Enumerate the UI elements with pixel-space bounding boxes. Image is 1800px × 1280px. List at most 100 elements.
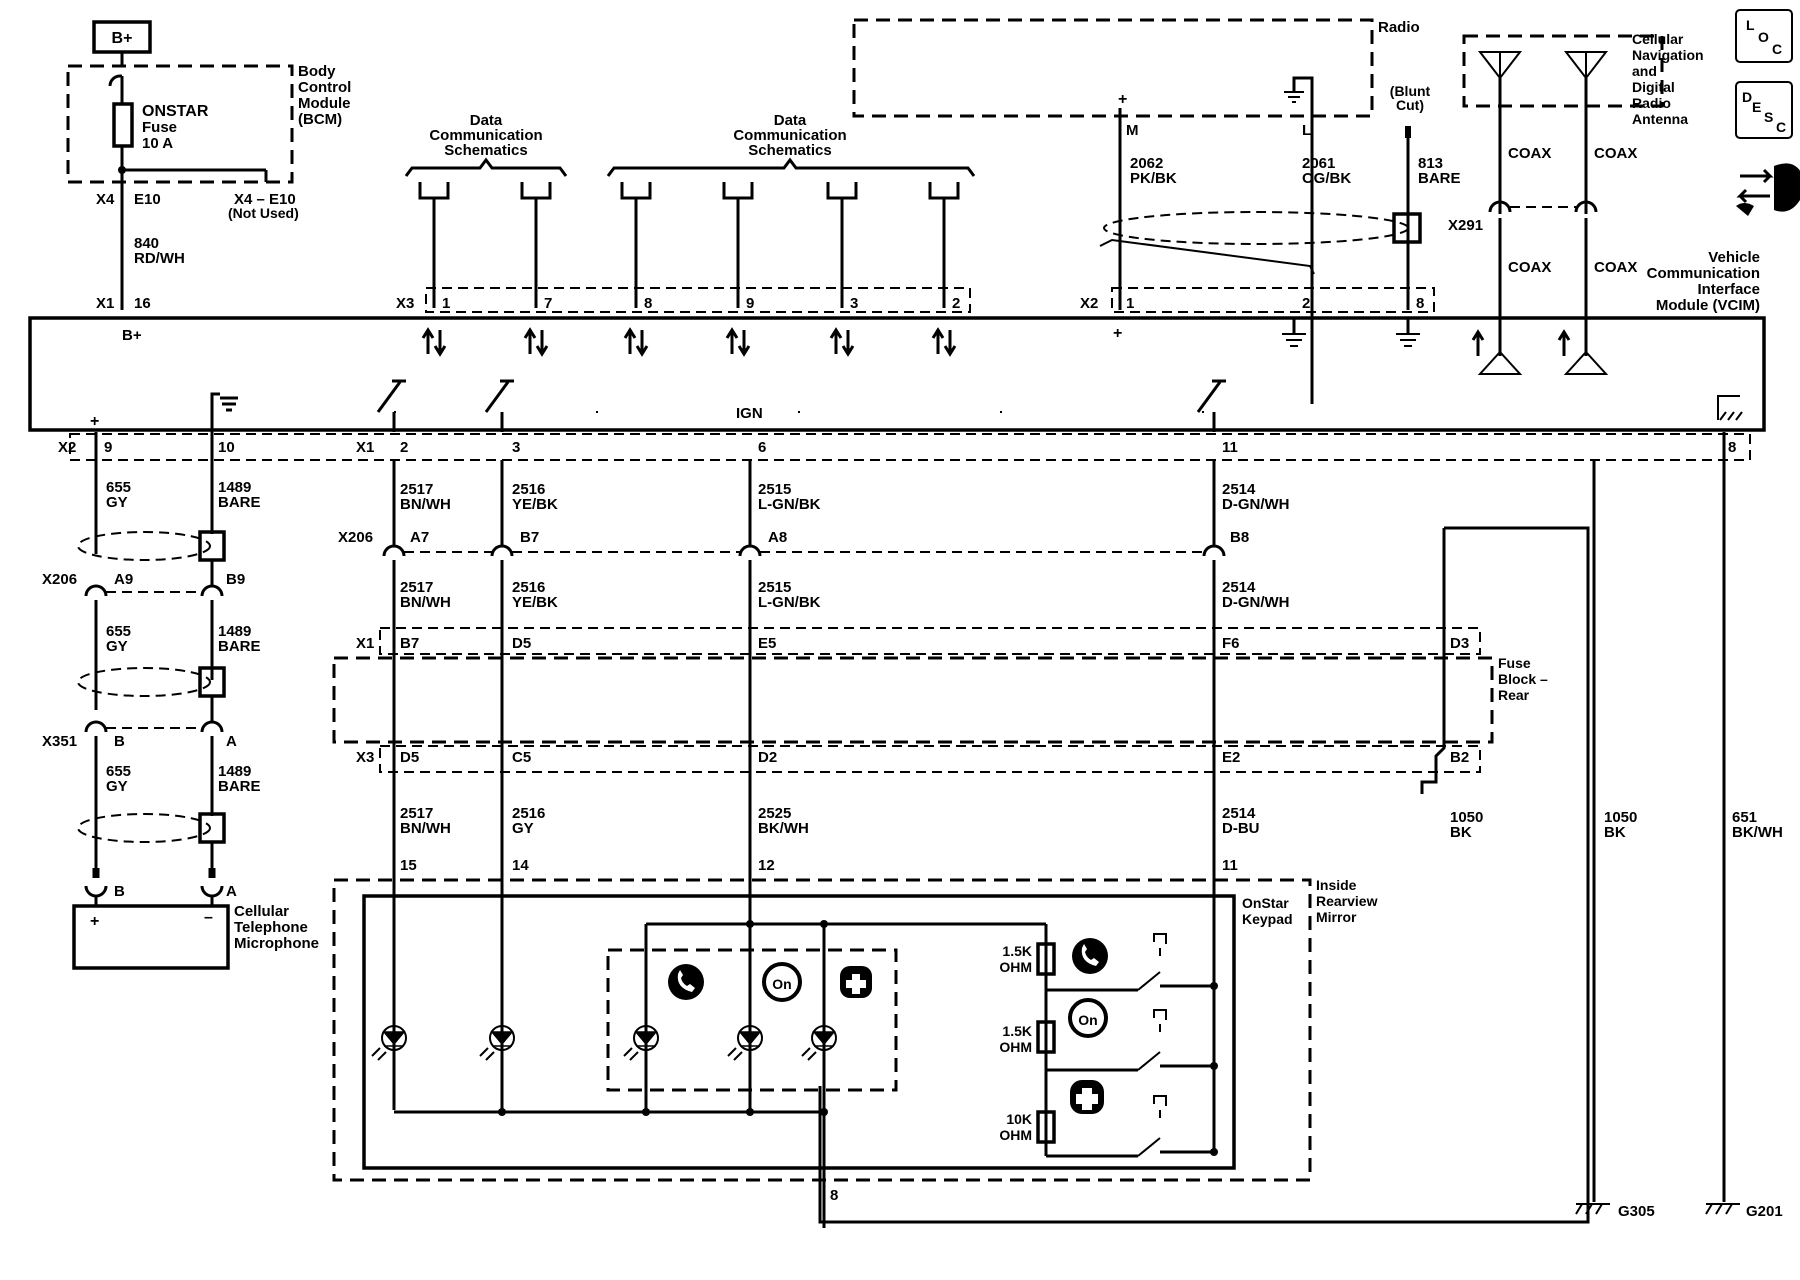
w1050a-color: BK — [1450, 824, 1472, 841]
w1050b-color: BK — [1604, 824, 1626, 841]
loc-o: O — [1758, 29, 1769, 45]
antenna-label-2: Navigation — [1632, 47, 1704, 63]
w651-num: 651 — [1732, 809, 1757, 826]
vcim-module-box — [28, 316, 1766, 432]
g201-label: G201 — [1746, 1203, 1783, 1220]
antenna-label-3: and — [1632, 63, 1657, 79]
w2515-mid-num: 2515 — [758, 579, 791, 596]
wire-813-num: 813 — [1418, 155, 1443, 172]
antenna-cell-icon — [1477, 51, 1523, 80]
r1-unit: OHM — [999, 959, 1032, 975]
coax-3: COAX — [1508, 259, 1551, 276]
vcim-bplus-pin: B+ — [122, 327, 142, 344]
w655-b-num: 655 — [106, 623, 131, 640]
x206-a9: A9 — [114, 571, 133, 588]
r2-value: 1.5K — [1002, 1023, 1032, 1039]
w2516-mid-num: 2516 — [512, 579, 545, 596]
mirror-pin-11: 11 — [1222, 857, 1238, 874]
led-icon — [727, 1025, 763, 1061]
pin-16: 16 — [134, 295, 151, 312]
x4-label: X4 — [96, 191, 115, 208]
wire-2061-color: OG/BK — [1302, 170, 1351, 187]
w2517-top-color: BN/WH — [400, 496, 451, 513]
w1489-b-num: 1489 — [218, 623, 251, 640]
w2515-top-num: 2515 — [758, 481, 791, 498]
w655-a-num: 655 — [106, 479, 131, 496]
mirror-pin-12: 12 — [758, 857, 775, 874]
fb-x3-c5: C5 — [512, 749, 531, 766]
w2514-low-num: 2514 — [1222, 805, 1256, 822]
data-link-connectors — [418, 182, 960, 308]
w2516-mid-color: YE/BK — [512, 594, 558, 611]
w2525-low-num: 2525 — [758, 805, 791, 822]
x1-pin-8: 8 — [1728, 439, 1736, 456]
vcim-label-1: Vehicle — [1708, 249, 1760, 266]
bcm-label-3: Module — [298, 95, 351, 112]
x3-connector-outline — [425, 287, 971, 313]
antenna-cell-receiver — [1477, 350, 1523, 375]
w2515-top-color: L-GN/BK — [758, 496, 821, 513]
keypad-switch-emergency-icon — [1070, 1080, 1104, 1114]
x1-pin-11: 11 — [1222, 439, 1238, 456]
w2516-low-color: GY — [512, 820, 534, 837]
w655-c-color: GY — [106, 778, 128, 795]
x351-a: A — [226, 733, 237, 750]
wire-2062-color: PK/BK — [1130, 170, 1177, 187]
x2-top-label: X2 — [1080, 295, 1098, 312]
x206-b7: B7 — [520, 529, 539, 546]
keypad-label-2: Keypad — [1242, 911, 1293, 927]
lower-wire-labels: 2517 BN/WH 2516 GY 2525 BK/WH 2514 D-BU — [400, 805, 1260, 837]
phone-button-icon — [668, 964, 704, 1000]
r3-unit: OHM — [999, 1127, 1032, 1143]
w1489-c-color: BARE — [218, 778, 261, 795]
g305-label: G305 — [1618, 1203, 1655, 1220]
drain-box-1 — [198, 530, 226, 562]
w2514-mid-num: 2514 — [1222, 579, 1256, 596]
w2517-top-num: 2517 — [400, 481, 433, 498]
desc-s: S — [1764, 109, 1773, 125]
led-icon — [801, 1025, 837, 1061]
x2-x1-bottom-connector — [69, 433, 1751, 461]
x206-left-label: X206 — [42, 571, 77, 588]
vcim-ign-label: IGN — [736, 405, 763, 422]
onstar-fuse — [112, 102, 134, 148]
resistor-3 — [1036, 1110, 1056, 1144]
desc-e: E — [1752, 99, 1761, 115]
x3-pin-9: 9 — [746, 295, 754, 312]
vcim-plus-top: + — [1113, 325, 1122, 342]
data-comm-2-line1: Data — [774, 112, 807, 129]
shield-drain-box — [1392, 212, 1422, 244]
fb-x3-d2: D2 — [758, 749, 777, 766]
ground-wires: 1050 BK 1050 BK G305 651 BK/WH G201 — [1450, 432, 1783, 1220]
microphone-circuit: 655 GY 1489 BARE X206 A9 B9 655 GY 1489 … — [42, 432, 319, 970]
w1489-a-num: 1489 — [218, 479, 251, 496]
cellular-telephone-microphone — [72, 904, 230, 970]
x3-pin-3: 3 — [850, 295, 858, 312]
w655-b-color: GY — [106, 638, 128, 655]
w2514-low-color: D-BU — [1222, 820, 1260, 837]
fb-x3-e2: E2 — [1222, 749, 1240, 766]
x3-pin-2: 2 — [952, 295, 960, 312]
blunt-cut-2: Cut) — [1396, 97, 1424, 113]
radio-plus: + — [1118, 91, 1127, 108]
w2517-low-color: BN/WH — [400, 820, 451, 837]
x2-pin-1: 1 — [1126, 295, 1134, 312]
x2-connector-outline — [1111, 287, 1435, 313]
w655-c-num: 655 — [106, 763, 131, 780]
antenna-nav-icon — [1563, 51, 1609, 80]
bcm-outline — [66, 64, 294, 184]
bidirectional-arrows — [421, 327, 957, 357]
antenna-label-5: Radio — [1632, 95, 1671, 111]
x1-pin-3: 3 — [512, 439, 520, 456]
antenna-label-6: Antenna — [1632, 111, 1688, 127]
x206-mid-label: X206 — [338, 529, 373, 546]
emergency-button-icon — [840, 966, 872, 998]
bcm-section: B+ Body Control Module (BCM) ONSTAR Fuse… — [66, 20, 351, 344]
fuse-rating: 10 A — [142, 135, 173, 152]
r3-value: 10K — [1006, 1111, 1032, 1127]
coax-1: COAX — [1508, 145, 1551, 162]
x3-label: X3 — [396, 295, 414, 312]
w655-a-color: GY — [106, 494, 128, 511]
ground-g305-symbol — [1575, 1203, 1610, 1215]
